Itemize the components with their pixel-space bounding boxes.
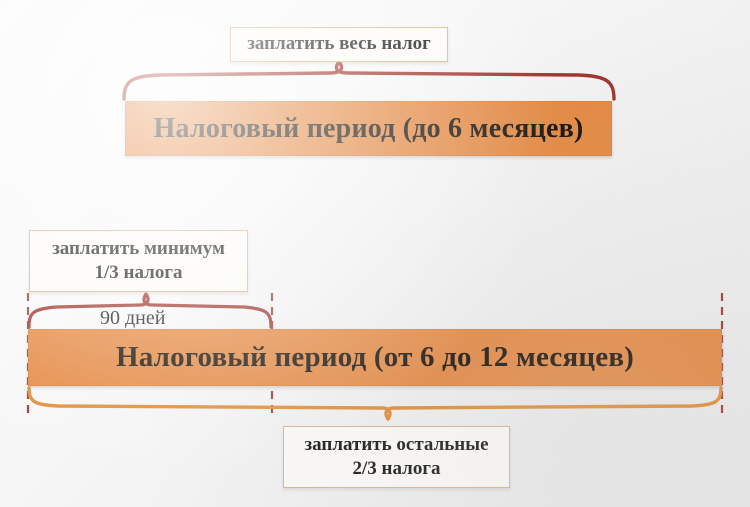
callout-pay-minimum-line2: 1/3 налога (94, 262, 183, 283)
ninety-days-brace (27, 292, 273, 329)
bar-tax-period-6-to-12-months-label: Налоговый период (от 6 до 12 месяцев) (115, 341, 635, 373)
callout-pay-remaining-two-thirds: заплатить остальные 2/3 налога (283, 426, 510, 488)
callout-pay-minimum-line1: заплатить минимум (52, 237, 225, 259)
top-brace (122, 60, 616, 101)
callout-pay-minimum-one-third: заплатить минимум 1/3 налога (29, 230, 248, 292)
bar-tax-period-up-to-6-months-label: Налоговый период (до 6 месяцев) (153, 112, 584, 144)
callout-pay-remaining-line1: заплатить остальные (304, 433, 489, 455)
callout-pay-full-tax-label: заплатить весь налог (247, 33, 431, 55)
ninety-days-label: 90 дней (100, 307, 166, 329)
bar-tax-period-up-to-6-months: Налоговый период (до 6 месяцев) (125, 101, 612, 156)
callout-pay-remaining-line2: 2/3 налога (352, 458, 441, 479)
remaining-period-brace (27, 386, 723, 421)
callout-pay-full-tax: заплатить весь налог (230, 27, 448, 62)
bar-tax-period-6-to-12-months: Налоговый период (от 6 до 12 месяцев) (28, 329, 722, 386)
